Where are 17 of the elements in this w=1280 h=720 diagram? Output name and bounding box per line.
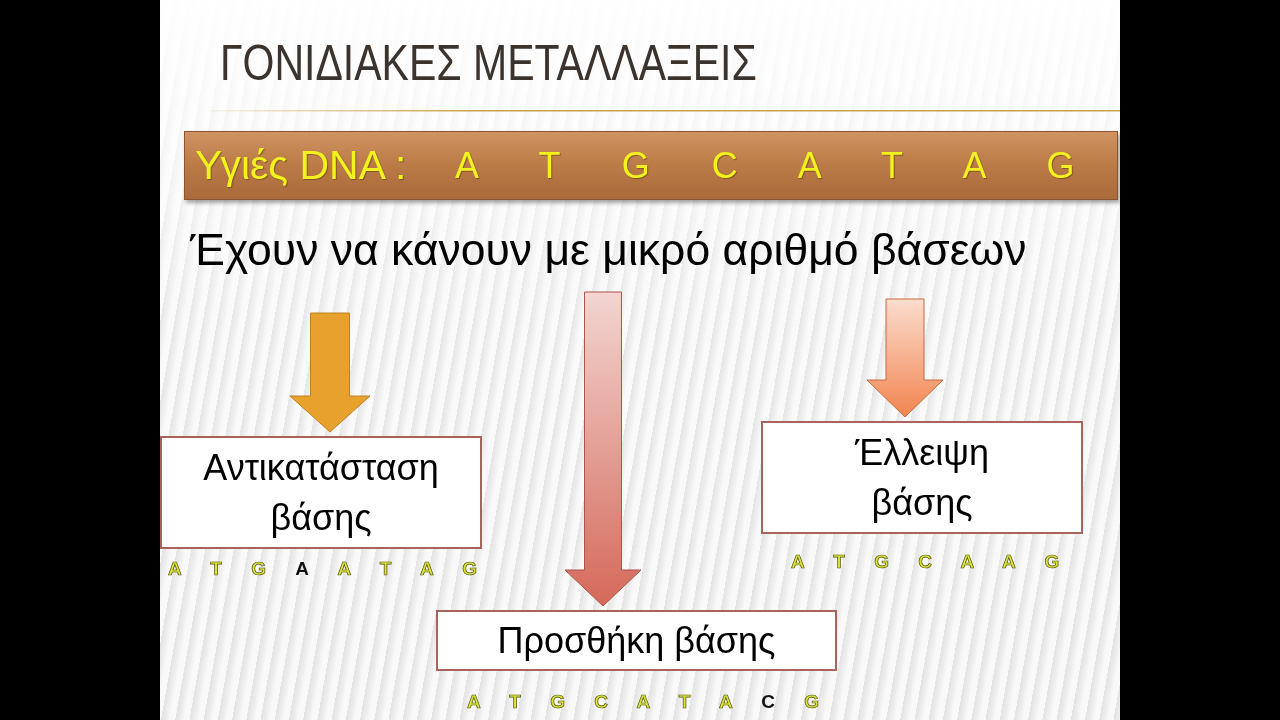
banner-label: Υγιές DNA : <box>195 142 407 189</box>
sequence-banner <box>184 131 1118 200</box>
dna-sequence: A T G C A T A G <box>455 145 1075 186</box>
slide-title: ΓΟΝΙΔΙΑΚΕΣ ΜΕΤΑΛΛΑΞΕΙΣ <box>220 36 757 91</box>
mutation-type-label: Προσθήκη βάσης <box>496 618 777 663</box>
block-arrow <box>289 312 371 433</box>
dna-sequence: A T G C A A G <box>791 552 1060 573</box>
mutation-type-label: Αντικατάσταση βάσης <box>202 445 440 540</box>
mutation-box <box>761 421 1083 534</box>
mutation-box <box>160 436 482 549</box>
subtitle-text: Έχουν να κάνουν με μικρό αριθμό βάσεων <box>190 224 1027 276</box>
dna-sequence: A T G C A T A C G <box>467 692 820 713</box>
block-arrow <box>564 291 642 607</box>
block-arrow <box>866 298 944 418</box>
dna-sequence: A T G A A T A G <box>168 559 478 580</box>
mutation-type-label: Έλλειψη βάσης <box>853 430 990 525</box>
mutation-box <box>436 610 837 671</box>
